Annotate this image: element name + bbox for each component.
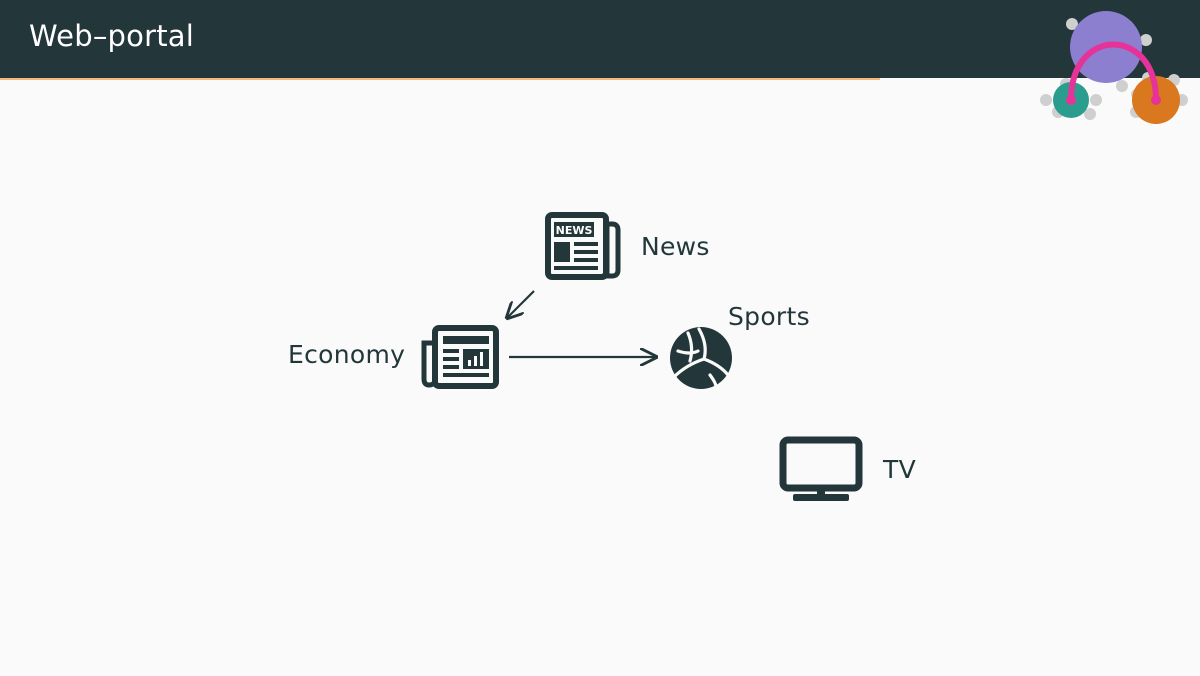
header-bar: Web–portal [0, 0, 1200, 78]
node-label-sports: Sports [728, 302, 810, 331]
header-accent-rule [0, 78, 880, 80]
node-label-tv: TV [883, 455, 916, 484]
economy-newspaper-icon [421, 325, 499, 389]
network-logo-icon [1040, 11, 1188, 124]
node-label-economy: Economy [288, 340, 406, 369]
node-label-news: News [641, 232, 710, 261]
tv-icon [779, 436, 863, 501]
edge-news-to-economy [507, 290, 535, 318]
logo-arc [1068, 41, 1159, 103]
slide-title: Web–portal [29, 19, 194, 53]
volleyball-icon [670, 327, 732, 389]
newspaper-icon-text: NEWS [556, 224, 593, 237]
logo-arc-end-right [1151, 95, 1161, 105]
newspaper-icon: NEWS [545, 212, 621, 280]
logo-arc-end-left [1066, 95, 1076, 105]
